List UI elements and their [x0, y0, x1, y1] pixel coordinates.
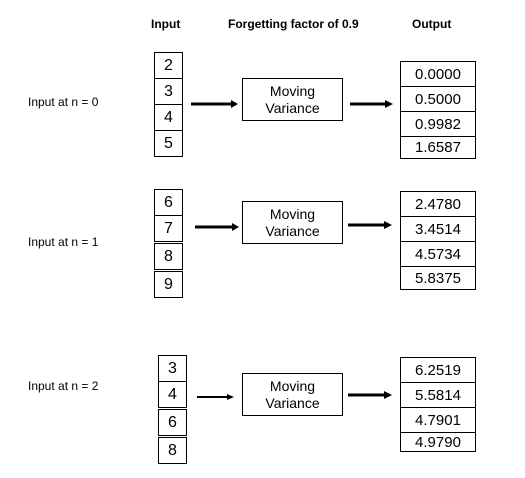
input-cell: 3: [158, 355, 187, 382]
output-header: Output: [412, 17, 452, 31]
block-label-line2: Variance: [265, 394, 320, 411]
output-cell: 1.6587: [400, 136, 476, 159]
arrow-head: [227, 394, 234, 400]
output-cell: 5.5814: [400, 382, 476, 408]
output-cell: 4.5734: [400, 241, 476, 267]
input-cell: 8: [158, 437, 187, 464]
input-cell: 5: [154, 130, 183, 157]
group-label: Input at n = 1: [28, 235, 99, 249]
arrow-head: [385, 100, 393, 108]
input-cell: 4: [154, 104, 183, 131]
input-cell: 2: [154, 52, 183, 79]
output-cell: 4.9790: [400, 432, 476, 452]
group-label: Input at n = 2: [28, 379, 99, 393]
moving-variance-block: Moving Variance: [242, 373, 343, 416]
input-cell: 8: [154, 243, 183, 270]
input-cell: 4: [158, 381, 187, 408]
input-cell: 7: [154, 215, 183, 242]
output-cell: 6.2519: [400, 357, 476, 383]
output-cell: 0.5000: [400, 86, 476, 112]
forgetting-factor-header: Forgetting factor of 0.9: [228, 17, 359, 31]
block-label-line2: Variance: [265, 99, 320, 116]
input-cell: 3: [154, 78, 183, 105]
block-label-line1: Moving: [269, 377, 316, 394]
input-cell: 6: [158, 409, 187, 436]
group-label: Input at n = 0: [28, 95, 99, 109]
moving-variance-block: Moving Variance: [242, 78, 343, 121]
block-label-line1: Moving: [269, 82, 316, 99]
moving-variance-block: Moving Variance: [242, 201, 343, 244]
output-cell: 0.9982: [400, 111, 476, 137]
arrow-head: [232, 223, 239, 231]
arrow-head: [384, 391, 392, 399]
block-label-line2: Variance: [265, 222, 320, 239]
arrow-head: [231, 100, 238, 108]
output-cell: 5.8375: [400, 266, 476, 290]
arrow-head: [384, 221, 392, 229]
block-label-line1: Moving: [269, 205, 316, 222]
input-header: Input: [151, 17, 181, 31]
output-cell: 0.0000: [400, 61, 476, 87]
input-cell: 9: [154, 271, 183, 298]
